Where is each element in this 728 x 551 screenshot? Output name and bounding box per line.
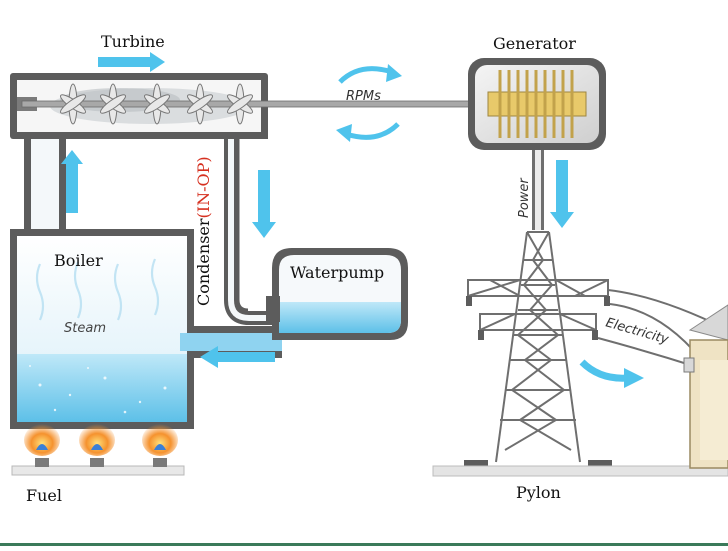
arrow-icon <box>61 52 574 368</box>
condenser-label: Condenser <box>194 218 213 306</box>
boiler-label: Boiler <box>54 251 103 270</box>
power-cable <box>532 150 544 230</box>
generator <box>468 58 606 150</box>
condenser-pipe <box>224 132 282 325</box>
rotation-arrowhead-top-icon <box>386 64 402 82</box>
pylon <box>467 231 609 463</box>
fuel-label: Fuel <box>26 486 62 505</box>
bottom-rule <box>0 543 728 546</box>
condenser-status: (IN-OP) <box>194 156 213 218</box>
power-label: Power <box>517 177 532 218</box>
waterpump <box>266 248 408 340</box>
rpms-label: RPMs <box>346 89 381 104</box>
rotation-arrows-icon <box>338 66 400 140</box>
burner-base <box>11 465 185 476</box>
waterpump-label: Waterpump <box>290 263 384 282</box>
steam-pipe <box>24 139 66 232</box>
burner-flame-icon <box>24 424 178 467</box>
turbine-label: Turbine <box>101 32 165 51</box>
pylon-insulators <box>464 296 612 468</box>
svg-text:Condenser(IN-OP): Condenser(IN-OP) <box>194 156 213 306</box>
electricity-arrow-icon <box>579 359 629 382</box>
rotation-arrowhead-bottom-icon <box>336 124 352 142</box>
pylon-label: Pylon <box>516 483 561 502</box>
house-icon <box>683 304 728 469</box>
boiler <box>10 229 194 429</box>
turbine-blades <box>60 83 253 125</box>
condenser-label-group: Condenser(IN-OP) <box>194 156 213 306</box>
steam-label: Steam <box>64 321 106 336</box>
ground-line <box>432 465 728 477</box>
electricity-arrowhead-icon <box>624 368 644 388</box>
generator-label: Generator <box>493 34 576 53</box>
